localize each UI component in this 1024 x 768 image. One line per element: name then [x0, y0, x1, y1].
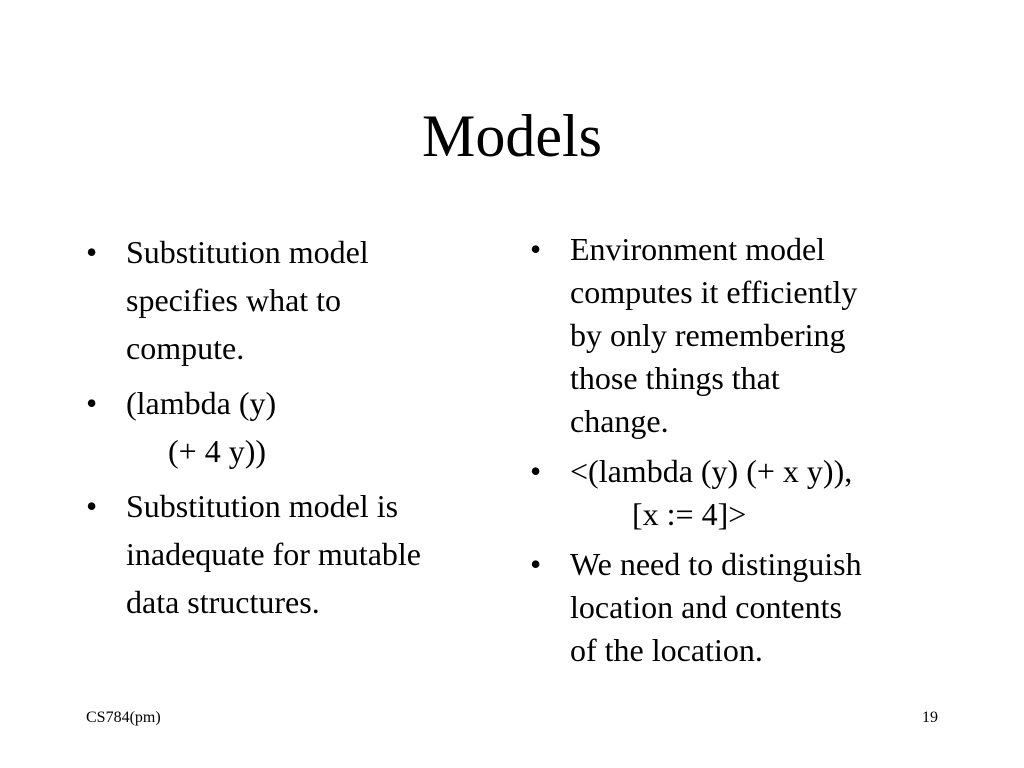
code-line: (lambda (y)	[126, 385, 277, 421]
right-column: • Environment model computes it efficien…	[530, 228, 950, 679]
footer-page-number: 19	[922, 709, 938, 726]
bullet-item: • Substitution model specifies what to c…	[86, 228, 506, 372]
bullet-text-line: computes it efficiently	[570, 274, 858, 310]
bullet-text-line: by only remembering	[570, 317, 846, 353]
code-line: [x := 4]>	[632, 496, 747, 532]
bullet-text-line: location and contents	[570, 589, 842, 625]
bullet-icon: •	[86, 385, 98, 421]
bullet-text-line: inadequate for mutable	[126, 536, 421, 572]
footer-course-label: CS784(pm)	[86, 709, 161, 726]
bullet-item: • <(lambda (y) (+ x y)), [x := 4]>	[530, 450, 950, 536]
bullet-item: • Environment model computes it efficien…	[530, 228, 950, 443]
bullet-text-line: specifies what to	[126, 282, 342, 318]
bullet-item: • We need to distinguish location and co…	[530, 543, 950, 672]
left-column: • Substitution model specifies what to c…	[86, 228, 506, 633]
bullet-icon: •	[530, 546, 542, 582]
bullet-text-line: those things that	[570, 360, 780, 396]
bullet-text-line: compute.	[126, 330, 245, 366]
bullet-text-line: Substitution model is	[126, 488, 399, 524]
bullet-text-line: Substitution model	[126, 234, 369, 270]
bullet-text-line: data structures.	[126, 584, 320, 620]
bullet-icon: •	[86, 488, 98, 524]
code-line: <(lambda (y) (+ x y)),	[570, 453, 853, 489]
bullet-icon: •	[530, 453, 542, 489]
bullet-icon: •	[530, 231, 542, 267]
bullet-item: • Substitution model is inadequate for m…	[86, 482, 506, 626]
bullet-item: • (lambda (y) (+ 4 y))	[86, 379, 506, 475]
bullet-text-line: of the location.	[570, 632, 763, 668]
bullet-text-line: Environment model	[570, 231, 826, 267]
bullet-text-line: change.	[570, 403, 669, 439]
bullet-text-line: We need to distinguish	[570, 546, 862, 582]
code-line: (+ 4 y))	[168, 433, 267, 469]
slide-title: Models	[422, 103, 602, 169]
bullet-icon: •	[86, 234, 98, 270]
